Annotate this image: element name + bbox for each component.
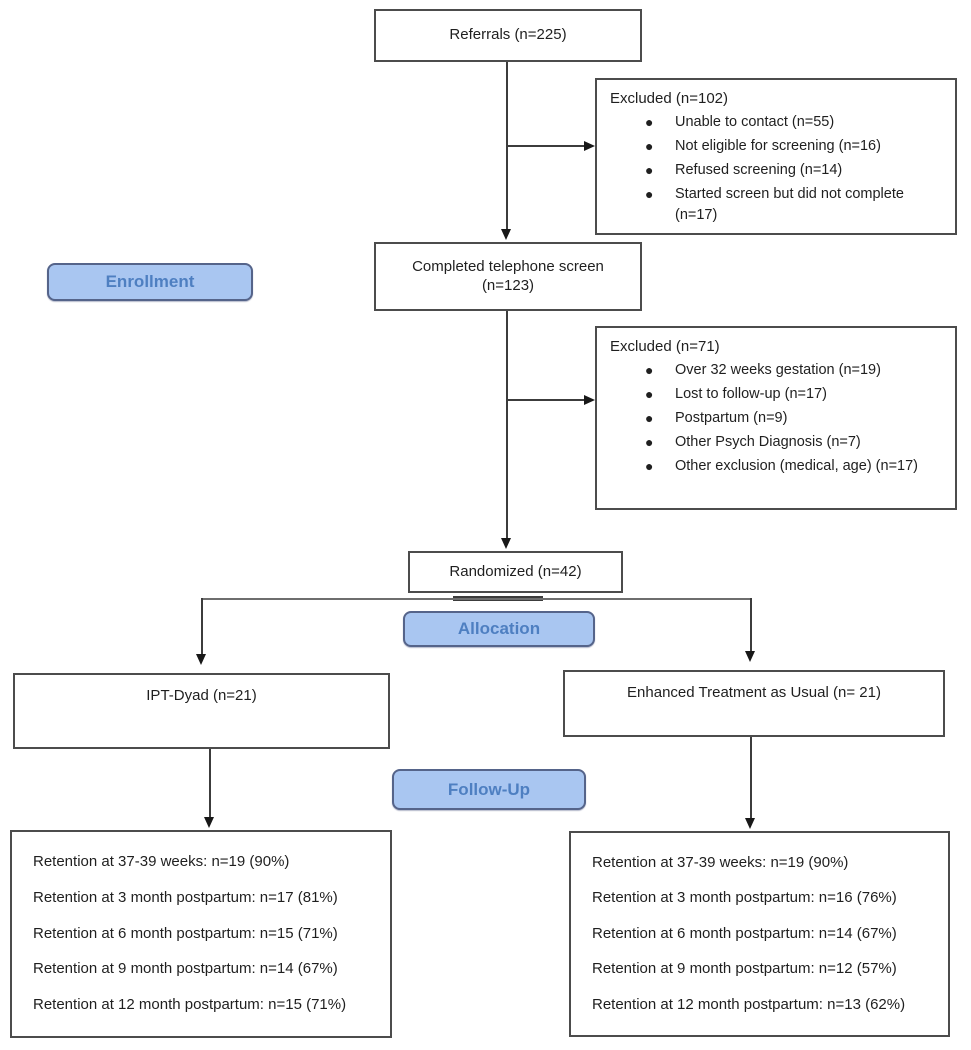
allocation-stage-badge: Allocation bbox=[403, 611, 595, 647]
connector-allocation-left-drop bbox=[201, 598, 203, 656]
retention-right-line: Retention at 37-39 weeks: n=19 (90%) bbox=[592, 853, 849, 871]
excluded1-item: ●Not eligible for screening (n=16) bbox=[645, 137, 881, 155]
excluded2-item: ●Over 32 weeks gestation (n=19) bbox=[645, 361, 881, 379]
retention-left-line: Retention at 37-39 weeks: n=19 (90%) bbox=[33, 853, 290, 871]
bullet-icon: ● bbox=[645, 433, 654, 450]
excluded1-box: Excluded (n=102) ●Unable to contact (n=5… bbox=[595, 78, 957, 235]
completed-screen-box: Completed telephone screen (n=123) bbox=[374, 242, 642, 311]
excluded1-item: ●Unable to contact (n=55) bbox=[645, 113, 835, 131]
retention-left-line: Retention at 3 month postpartum: n=17 (8… bbox=[33, 888, 338, 906]
excluded2-item: ●Postpartum (n=9) bbox=[645, 409, 788, 427]
connector-arm-left-down bbox=[209, 749, 211, 819]
retention-right-line: Retention at 9 month postpartum: n=12 (5… bbox=[592, 960, 897, 978]
followup-stage-badge: Follow-Up bbox=[392, 769, 586, 810]
connector-allocation-right-drop bbox=[750, 598, 752, 653]
excluded1-item: ●Refused screening (n=14) bbox=[645, 161, 843, 179]
arm-right-box: Enhanced Treatment as Usual (n= 21) bbox=[563, 670, 945, 737]
bullet-icon: ● bbox=[645, 113, 654, 130]
arrowhead-down-icon bbox=[501, 538, 511, 549]
arm-right-label: Enhanced Treatment as Usual (n= 21) bbox=[627, 684, 881, 701]
excluded2-title: Excluded (n=71) bbox=[610, 338, 720, 355]
bullet-icon: ● bbox=[645, 385, 654, 402]
excluded1-title: Excluded (n=102) bbox=[610, 90, 728, 107]
excluded2-item: ●Lost to follow-up (n=17) bbox=[645, 385, 827, 403]
arm-left-label: IPT-Dyad (n=21) bbox=[146, 687, 257, 704]
connector-arm-right-down bbox=[750, 737, 752, 820]
retention-right-line: Retention at 12 month postpartum: n=13 (… bbox=[592, 995, 906, 1013]
arm-left-box: IPT-Dyad (n=21) bbox=[13, 673, 390, 749]
retention-left-line: Retention at 12 month postpartum: n=15 (… bbox=[33, 996, 347, 1014]
arrowhead-down-icon bbox=[501, 229, 511, 240]
enrollment-stage-badge: Enrollment bbox=[47, 263, 253, 301]
connector-excluded2-branch bbox=[507, 399, 585, 401]
completed-screen-line1: Completed telephone screen bbox=[412, 257, 604, 275]
bullet-icon: ● bbox=[645, 457, 654, 474]
arrowhead-down-icon bbox=[196, 654, 206, 665]
bullet-icon: ● bbox=[645, 137, 654, 154]
bullet-icon: ● bbox=[645, 409, 654, 426]
followup-stage-label: Follow-Up bbox=[447, 779, 531, 799]
retention-left-box: Retention at 37-39 weeks: n=19 (90%) Ret… bbox=[10, 830, 392, 1038]
randomized-label: Randomized (n=42) bbox=[449, 562, 582, 580]
allocation-stage-label: Allocation bbox=[457, 619, 541, 638]
arrowhead-down-icon bbox=[745, 818, 755, 829]
excluded1-item: ●Started screen but did not complete (n=… bbox=[645, 185, 904, 224]
bullet-icon: ● bbox=[645, 185, 654, 202]
connector-allocation-split bbox=[202, 598, 752, 600]
excluded2-item: ●Other exclusion (medical, age) (n=17) bbox=[645, 457, 918, 475]
arrowhead-right-icon bbox=[584, 395, 595, 405]
arrowhead-right-icon bbox=[584, 141, 595, 151]
enrollment-stage-label: Enrollment bbox=[105, 272, 195, 291]
excluded2-item: ●Other Psych Diagnosis (n=7) bbox=[645, 433, 861, 451]
arrowhead-down-icon bbox=[745, 651, 755, 662]
referrals-box: Referrals (n=225) bbox=[374, 9, 642, 62]
retention-right-box: Retention at 37-39 weeks: n=19 (90%) Ret… bbox=[569, 831, 950, 1037]
connector-excluded1-branch bbox=[507, 145, 585, 147]
excluded2-box: Excluded (n=71) ●Over 32 weeks gestation… bbox=[595, 326, 957, 510]
randomized-box: Randomized (n=42) bbox=[408, 551, 623, 593]
arrowhead-down-icon bbox=[204, 817, 214, 828]
referrals-label: Referrals (n=225) bbox=[449, 26, 567, 44]
completed-screen-line2: (n=123) bbox=[481, 276, 535, 294]
retention-left-line: Retention at 6 month postpartum: n=15 (7… bbox=[33, 924, 338, 942]
connector-completed-down bbox=[506, 311, 508, 540]
bullet-icon: ● bbox=[645, 361, 654, 378]
retention-right-line: Retention at 6 month postpartum: n=14 (6… bbox=[592, 924, 897, 942]
retention-right-line: Retention at 3 month postpartum: n=16 (7… bbox=[592, 889, 897, 907]
retention-left-line: Retention at 9 month postpartum: n=14 (6… bbox=[33, 960, 338, 978]
bullet-icon: ● bbox=[645, 161, 654, 178]
